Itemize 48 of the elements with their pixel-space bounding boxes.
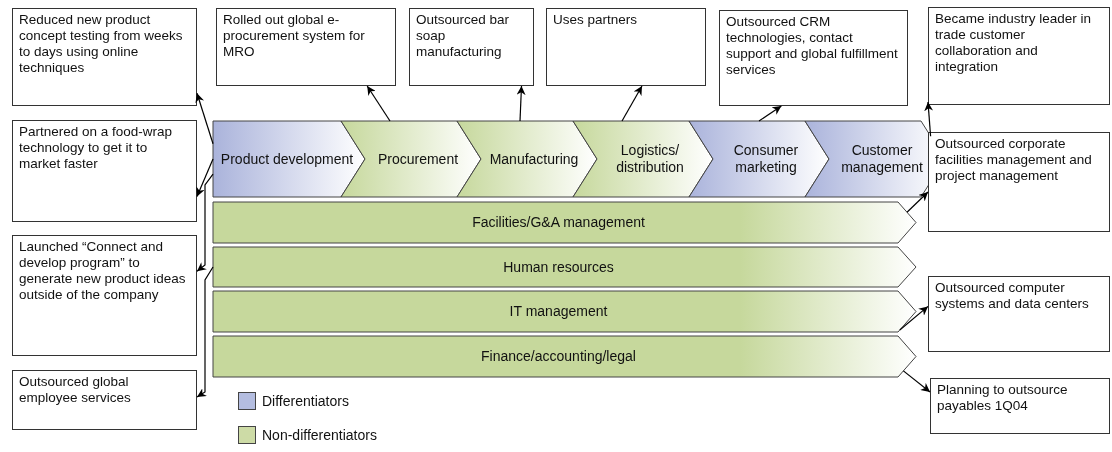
band-label: IT management bbox=[509, 303, 608, 320]
callout-text: Planning to outsource payables 1Q04 bbox=[937, 382, 1068, 413]
legend-label: Differentiators bbox=[262, 393, 349, 409]
callout-text: Outsourced CRM technologies, contact support and global fulfillment services bbox=[726, 14, 898, 77]
arrow bbox=[516, 85, 526, 122]
callout-text: Uses partners bbox=[553, 12, 638, 27]
callout-text: Reduced new product concept testing from weeks to days using online techniques bbox=[19, 12, 183, 75]
arrow bbox=[758, 105, 782, 122]
callout-text: Outsourced computer systems and data centers bbox=[935, 280, 1089, 311]
arrow bbox=[366, 85, 391, 122]
callout-box bbox=[719, 10, 908, 106]
band-label: Finance/accounting/legal bbox=[481, 348, 636, 365]
callout-box bbox=[928, 276, 1110, 352]
arrow bbox=[196, 173, 214, 272]
callout-box bbox=[12, 235, 197, 356]
callout-text: Partnered on a food-wrap technology to get it to market faster bbox=[19, 124, 173, 171]
callout-box bbox=[546, 8, 706, 86]
chevron-label: Procurement bbox=[377, 150, 459, 168]
callout-box bbox=[928, 132, 1110, 232]
arrow bbox=[902, 370, 931, 393]
chevron-label: Manufacturing bbox=[489, 150, 579, 168]
chevron-label: Consumer marketing bbox=[732, 142, 800, 176]
arrow bbox=[195, 92, 214, 145]
callout-box bbox=[928, 7, 1110, 105]
callout-text: Outsourced global employee services bbox=[19, 374, 131, 405]
callout-text: Rolled out global e-procurement system for MRO bbox=[223, 12, 365, 59]
arrow bbox=[196, 158, 214, 198]
arrow bbox=[924, 101, 934, 137]
arrow bbox=[899, 305, 929, 331]
chevron-label: Customer management bbox=[840, 142, 924, 176]
arrow bbox=[196, 266, 214, 398]
callout-box bbox=[216, 8, 396, 86]
callout-box bbox=[409, 8, 534, 86]
callout-text: Became industry leader in trade customer collaboration and integration bbox=[935, 11, 1092, 74]
arrow bbox=[621, 85, 643, 122]
band-label: Facilities/G&A management bbox=[472, 214, 645, 231]
legend-label: Non-differentiators bbox=[262, 427, 377, 443]
callout-text: Launched “Connect and develop program” to generate new product ideas outside of the company bbox=[19, 239, 186, 302]
callout-text: Outsourced bar soap manufacturing bbox=[416, 12, 510, 59]
chevron-label: Product development bbox=[220, 150, 354, 168]
callout-box bbox=[930, 378, 1110, 434]
callout-box bbox=[12, 370, 197, 430]
band-label: Human resources bbox=[503, 258, 614, 276]
callout-text: Outsourced corporate facilities management and project management bbox=[935, 136, 1092, 183]
callout-box bbox=[12, 120, 197, 222]
callout-box bbox=[12, 8, 197, 106]
arrow bbox=[906, 191, 929, 213]
chevron-label: Logistics/ distribution bbox=[615, 142, 685, 176]
